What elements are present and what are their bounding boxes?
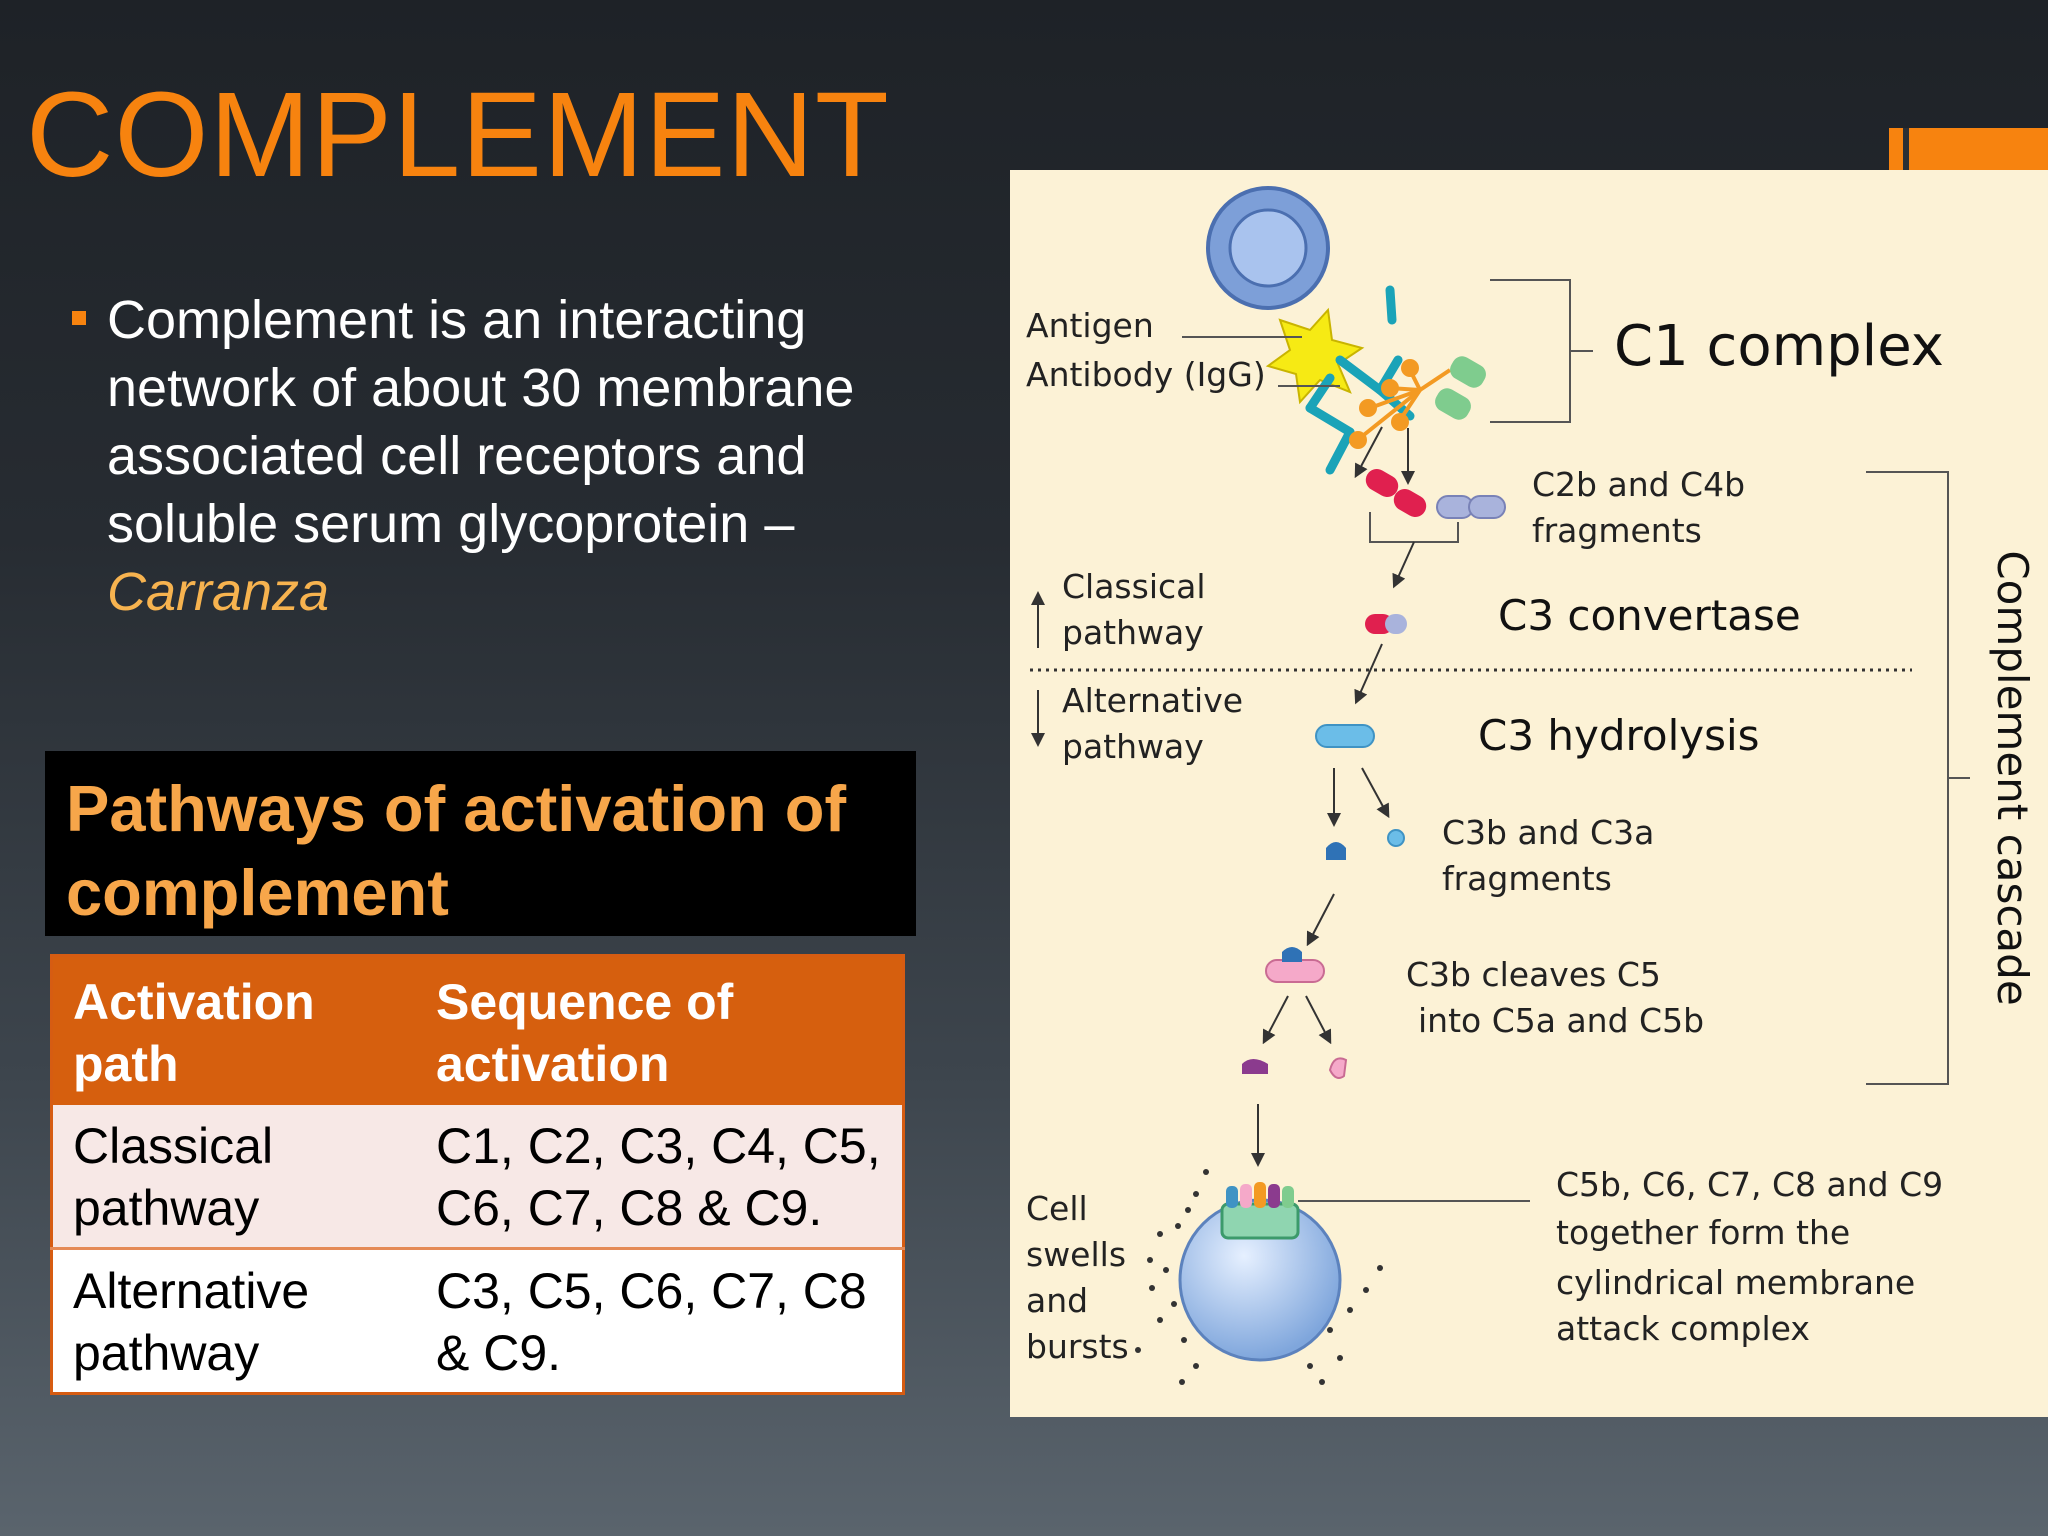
- mac-label-line4: attack complex: [1556, 1309, 1810, 1348]
- complement-diagram: Antigen Antibody (IgG) C1 complex C2b an…: [1010, 170, 2048, 1417]
- membrane-attack-complex-icon: [1135, 1169, 1383, 1385]
- antibody-label: Antibody (IgG): [1026, 355, 1266, 394]
- bullet-item: Complement is an interacting network of …: [72, 286, 932, 626]
- c3b-c5-complex-icon: [1265, 947, 1325, 983]
- c3-convertase-icon: [1365, 614, 1407, 634]
- cell-swells-line2: swells: [1026, 1235, 1126, 1274]
- c3b-cleaves-label-line1: C3b cleaves C5: [1406, 955, 1661, 994]
- cell-swells-line1: Cell: [1026, 1189, 1088, 1228]
- table-cell-path: Alternative pathway: [51, 1248, 416, 1394]
- c5a-fragment-icon: [1328, 1057, 1348, 1079]
- antigen-label: Antigen: [1026, 306, 1154, 345]
- classical-pathway-line2: pathway: [1062, 613, 1204, 652]
- c1-complex-label: C1 complex: [1614, 314, 1944, 379]
- bullet-text: Complement is an interacting network of …: [107, 290, 855, 554]
- c3-icon: [1315, 724, 1375, 748]
- subtitle-box: Pathways of activation of complement: [45, 751, 916, 936]
- title-accent-bar: [1889, 128, 2048, 170]
- mac-label-line1: C5b, C6, C7, C8 and C9: [1556, 1165, 1943, 1204]
- c3b-c3a-label-line1: C3b and C3a: [1442, 813, 1654, 852]
- table-cell-sequence: C3, C5, C6, C7, C8 & C9.: [416, 1248, 904, 1394]
- c2b-fragment-icon: [1365, 469, 1427, 517]
- c5b-fragment-icon: [1242, 1059, 1268, 1074]
- c3a-fragment-icon: [1387, 829, 1405, 847]
- complement-cascade-svg: Antigen Antibody (IgG) C1 complex C2b an…: [1026, 186, 2037, 1385]
- complement-cascade-label: Complement cascade: [1988, 550, 2037, 1005]
- mac-label-line3: cylindrical membrane: [1556, 1263, 1915, 1302]
- c3-hydrolysis-label: C3 hydrolysis: [1478, 711, 1760, 760]
- table-header-sequence: Sequence of activation: [416, 955, 904, 1105]
- c3b-c3a-label-line2: fragments: [1442, 859, 1612, 898]
- table-row: Classical pathway C1, C2, C3, C4, C5, C6…: [51, 1105, 904, 1250]
- subtitle: Pathways of activation of complement: [66, 772, 847, 929]
- bullet-list: Complement is an interacting network of …: [72, 286, 932, 626]
- c4b-fragment-icon: [1436, 495, 1506, 519]
- slide-title: COMPLEMENT: [26, 66, 890, 202]
- cell-swells-line4: bursts: [1026, 1327, 1129, 1366]
- c1-complex-icon: [1349, 356, 1486, 449]
- c3b-fragment-icon: [1326, 842, 1346, 860]
- cell-swells-line3: and: [1026, 1281, 1088, 1320]
- activation-table: Activation path Sequence of activation C…: [50, 954, 905, 1395]
- alternative-pathway-line1: Alternative: [1062, 681, 1243, 720]
- table-header-path: Activation path: [51, 955, 416, 1105]
- antigen-star-icon: [1265, 307, 1365, 405]
- table-cell-path: Classical pathway: [51, 1105, 416, 1250]
- bullet-citation: Carranza: [107, 562, 330, 622]
- square-bullet-icon: [72, 311, 86, 325]
- classical-pathway-line1: Classical: [1062, 567, 1206, 606]
- table-row: Alternative pathway C3, C5, C6, C7, C8 &…: [51, 1248, 904, 1394]
- antigen-cell-icon: [1206, 186, 1330, 310]
- c2b-c4b-label-line2: fragments: [1532, 511, 1702, 550]
- c3b-cleaves-label-line2: into C5a and C5b: [1418, 1001, 1704, 1040]
- c2b-c4b-label-line1: C2b and C4b: [1532, 465, 1745, 504]
- alternative-pathway-line2: pathway: [1062, 727, 1204, 766]
- mac-label-line2: together form the: [1556, 1213, 1850, 1252]
- c3-convertase-label: C3 convertase: [1498, 591, 1801, 640]
- table-cell-sequence: C1, C2, C3, C4, C5, C6, C7, C8 & C9.: [416, 1105, 904, 1250]
- table-header-row: Activation path Sequence of activation: [51, 955, 904, 1105]
